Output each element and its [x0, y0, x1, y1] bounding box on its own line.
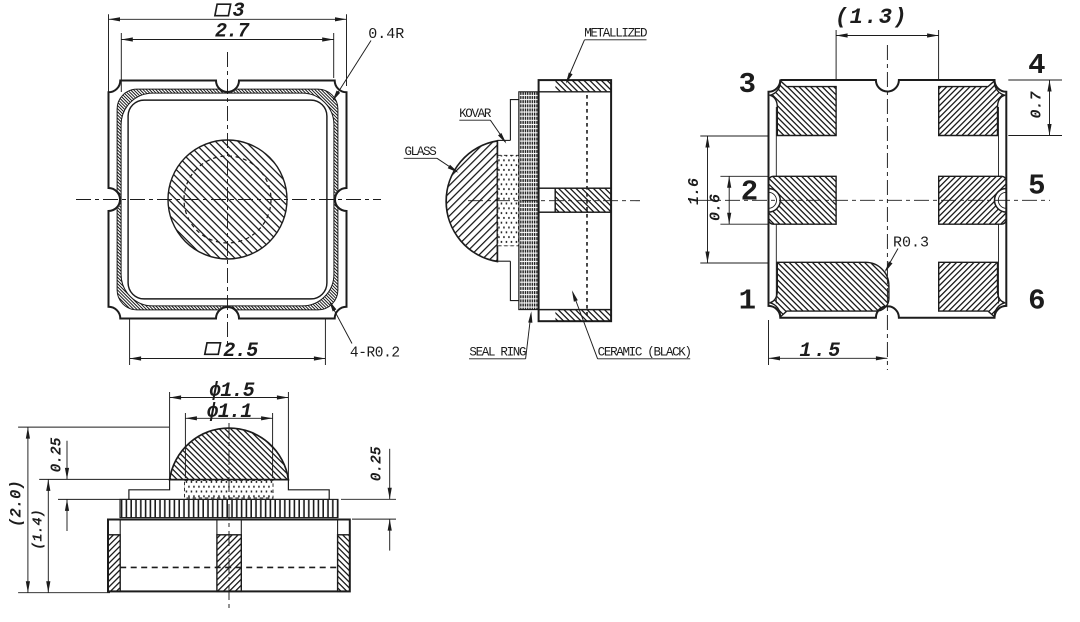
svg-text:ɸ1.1: ɸ1.1 [207, 401, 252, 424]
svg-text:SEAL RING: SEAL RING [469, 345, 526, 359]
svg-text:0.6: 0.6 [708, 194, 725, 221]
svg-text:ɸ1.5: ɸ1.5 [209, 380, 255, 403]
svg-text:0.7: 0.7 [1029, 91, 1046, 119]
svg-text:0.25: 0.25 [370, 446, 386, 481]
svg-text:3: 3 [232, 0, 244, 23]
svg-text:3: 3 [739, 68, 756, 101]
svg-text:1.5: 1.5 [799, 340, 842, 363]
svg-text:4: 4 [1028, 49, 1045, 82]
svg-text:1: 1 [739, 285, 756, 318]
svg-text:5: 5 [1028, 170, 1045, 203]
svg-text:GLASS: GLASS [404, 145, 436, 159]
svg-text:(2.0): (2.0) [8, 480, 26, 527]
svg-text:0.4R: 0.4R [368, 26, 404, 43]
svg-text:(1.3): (1.3) [835, 5, 908, 30]
svg-text:METALLIZED: METALLIZED [584, 27, 647, 41]
svg-text:6: 6 [1028, 285, 1045, 318]
svg-text:2.7: 2.7 [215, 21, 250, 44]
svg-text:R0.3: R0.3 [893, 234, 929, 251]
svg-text:2: 2 [741, 176, 758, 209]
svg-text:4-R0.2: 4-R0.2 [350, 345, 400, 361]
svg-text:2.5: 2.5 [223, 340, 258, 363]
svg-text:CERAMIC (BLACK): CERAMIC (BLACK) [598, 345, 691, 359]
svg-text:0.25: 0.25 [50, 437, 66, 472]
svg-text:(1.4): (1.4) [32, 509, 47, 550]
svg-text:KOVAR: KOVAR [459, 107, 492, 121]
svg-text:1.6: 1.6 [686, 178, 703, 205]
